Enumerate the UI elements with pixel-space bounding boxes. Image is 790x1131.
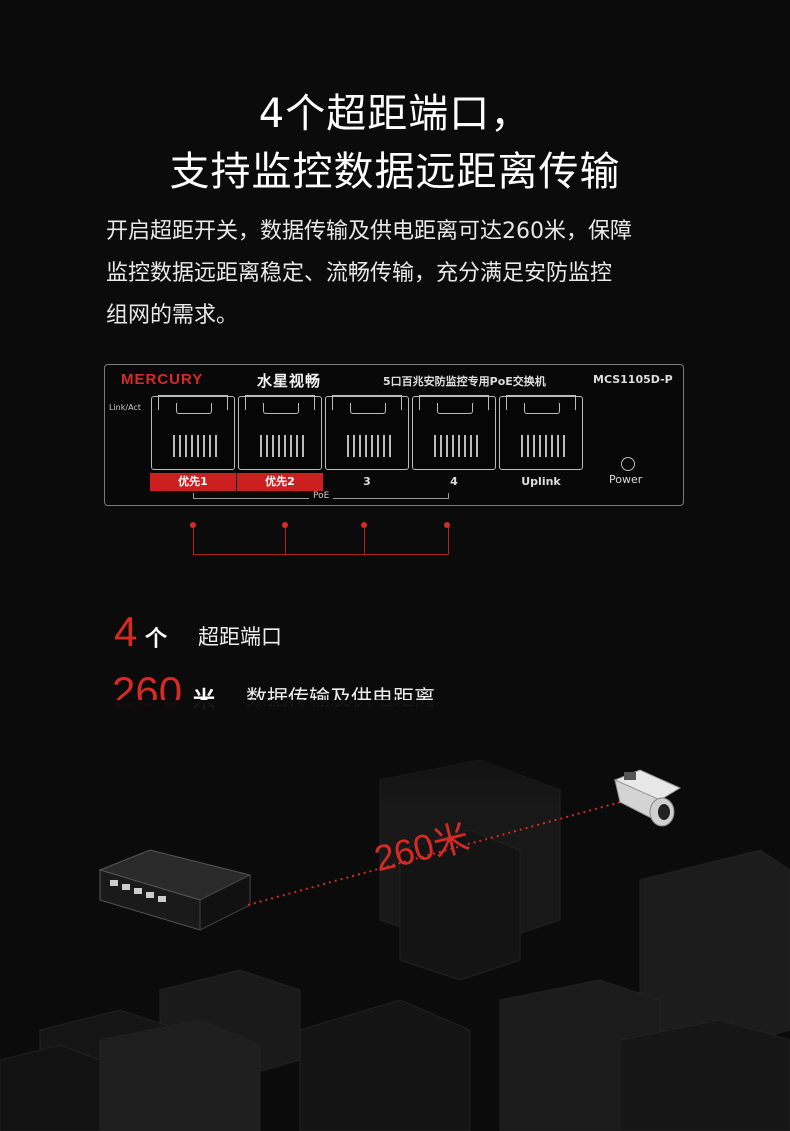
camera-icon	[613, 769, 682, 827]
switch-device-icon	[98, 849, 252, 931]
ethernet-port-icon	[151, 395, 235, 470]
brand-chinese-name: 水星视畅	[257, 372, 322, 390]
description-line-2: 监控数据远距离稳定、流畅传输，充分满足安防监控	[106, 261, 613, 286]
port-label-3: 3	[363, 475, 371, 488]
heading-line-1: 4个超距端口，	[258, 90, 532, 137]
port-label-4: 4	[450, 475, 458, 488]
brand-logo: MERCURY	[121, 371, 204, 388]
connector-line	[364, 526, 365, 554]
link-act-label: Link/Act	[109, 403, 141, 412]
ethernet-port-icon	[499, 395, 583, 470]
switch-front-panel: MERCURY 水星视畅 5口百兆安防监控专用PoE交换机 MCS1105D-P…	[104, 364, 684, 506]
port-label-2: 优先2	[237, 473, 323, 491]
heading-line-2: 支持监控数据远距离传输	[169, 148, 621, 195]
city-scene-illustration: 260米	[0, 700, 790, 1131]
connector-line	[285, 526, 286, 554]
power-led-icon	[621, 457, 635, 471]
model-number: MCS1105D-P	[593, 373, 673, 386]
product-name: 5口百兆安防监控专用PoE交换机	[383, 375, 546, 388]
power-label: Power	[609, 473, 643, 486]
ethernet-port-icon	[325, 395, 409, 470]
connector-dot	[361, 522, 367, 528]
connector-dot	[190, 522, 196, 528]
poe-label: PoE	[309, 491, 334, 501]
port-connector-bracket	[193, 526, 449, 555]
ethernet-port-icon	[412, 395, 496, 470]
port-label-uplink: Uplink	[521, 475, 561, 488]
stat-unit-ports: 个	[145, 627, 168, 652]
stat-text-ports: 超距端口	[198, 625, 282, 649]
connector-dot	[444, 522, 450, 528]
connector-dot	[282, 522, 288, 528]
stat-number-ports: 4	[114, 608, 138, 655]
port-label-1: 优先1	[150, 473, 236, 491]
description-line-3: 组网的需求。	[106, 303, 239, 328]
ethernet-port-icon	[238, 395, 322, 470]
description-line-1: 开启超距开关，数据传输及供电距离可达260米，保障	[106, 219, 632, 244]
